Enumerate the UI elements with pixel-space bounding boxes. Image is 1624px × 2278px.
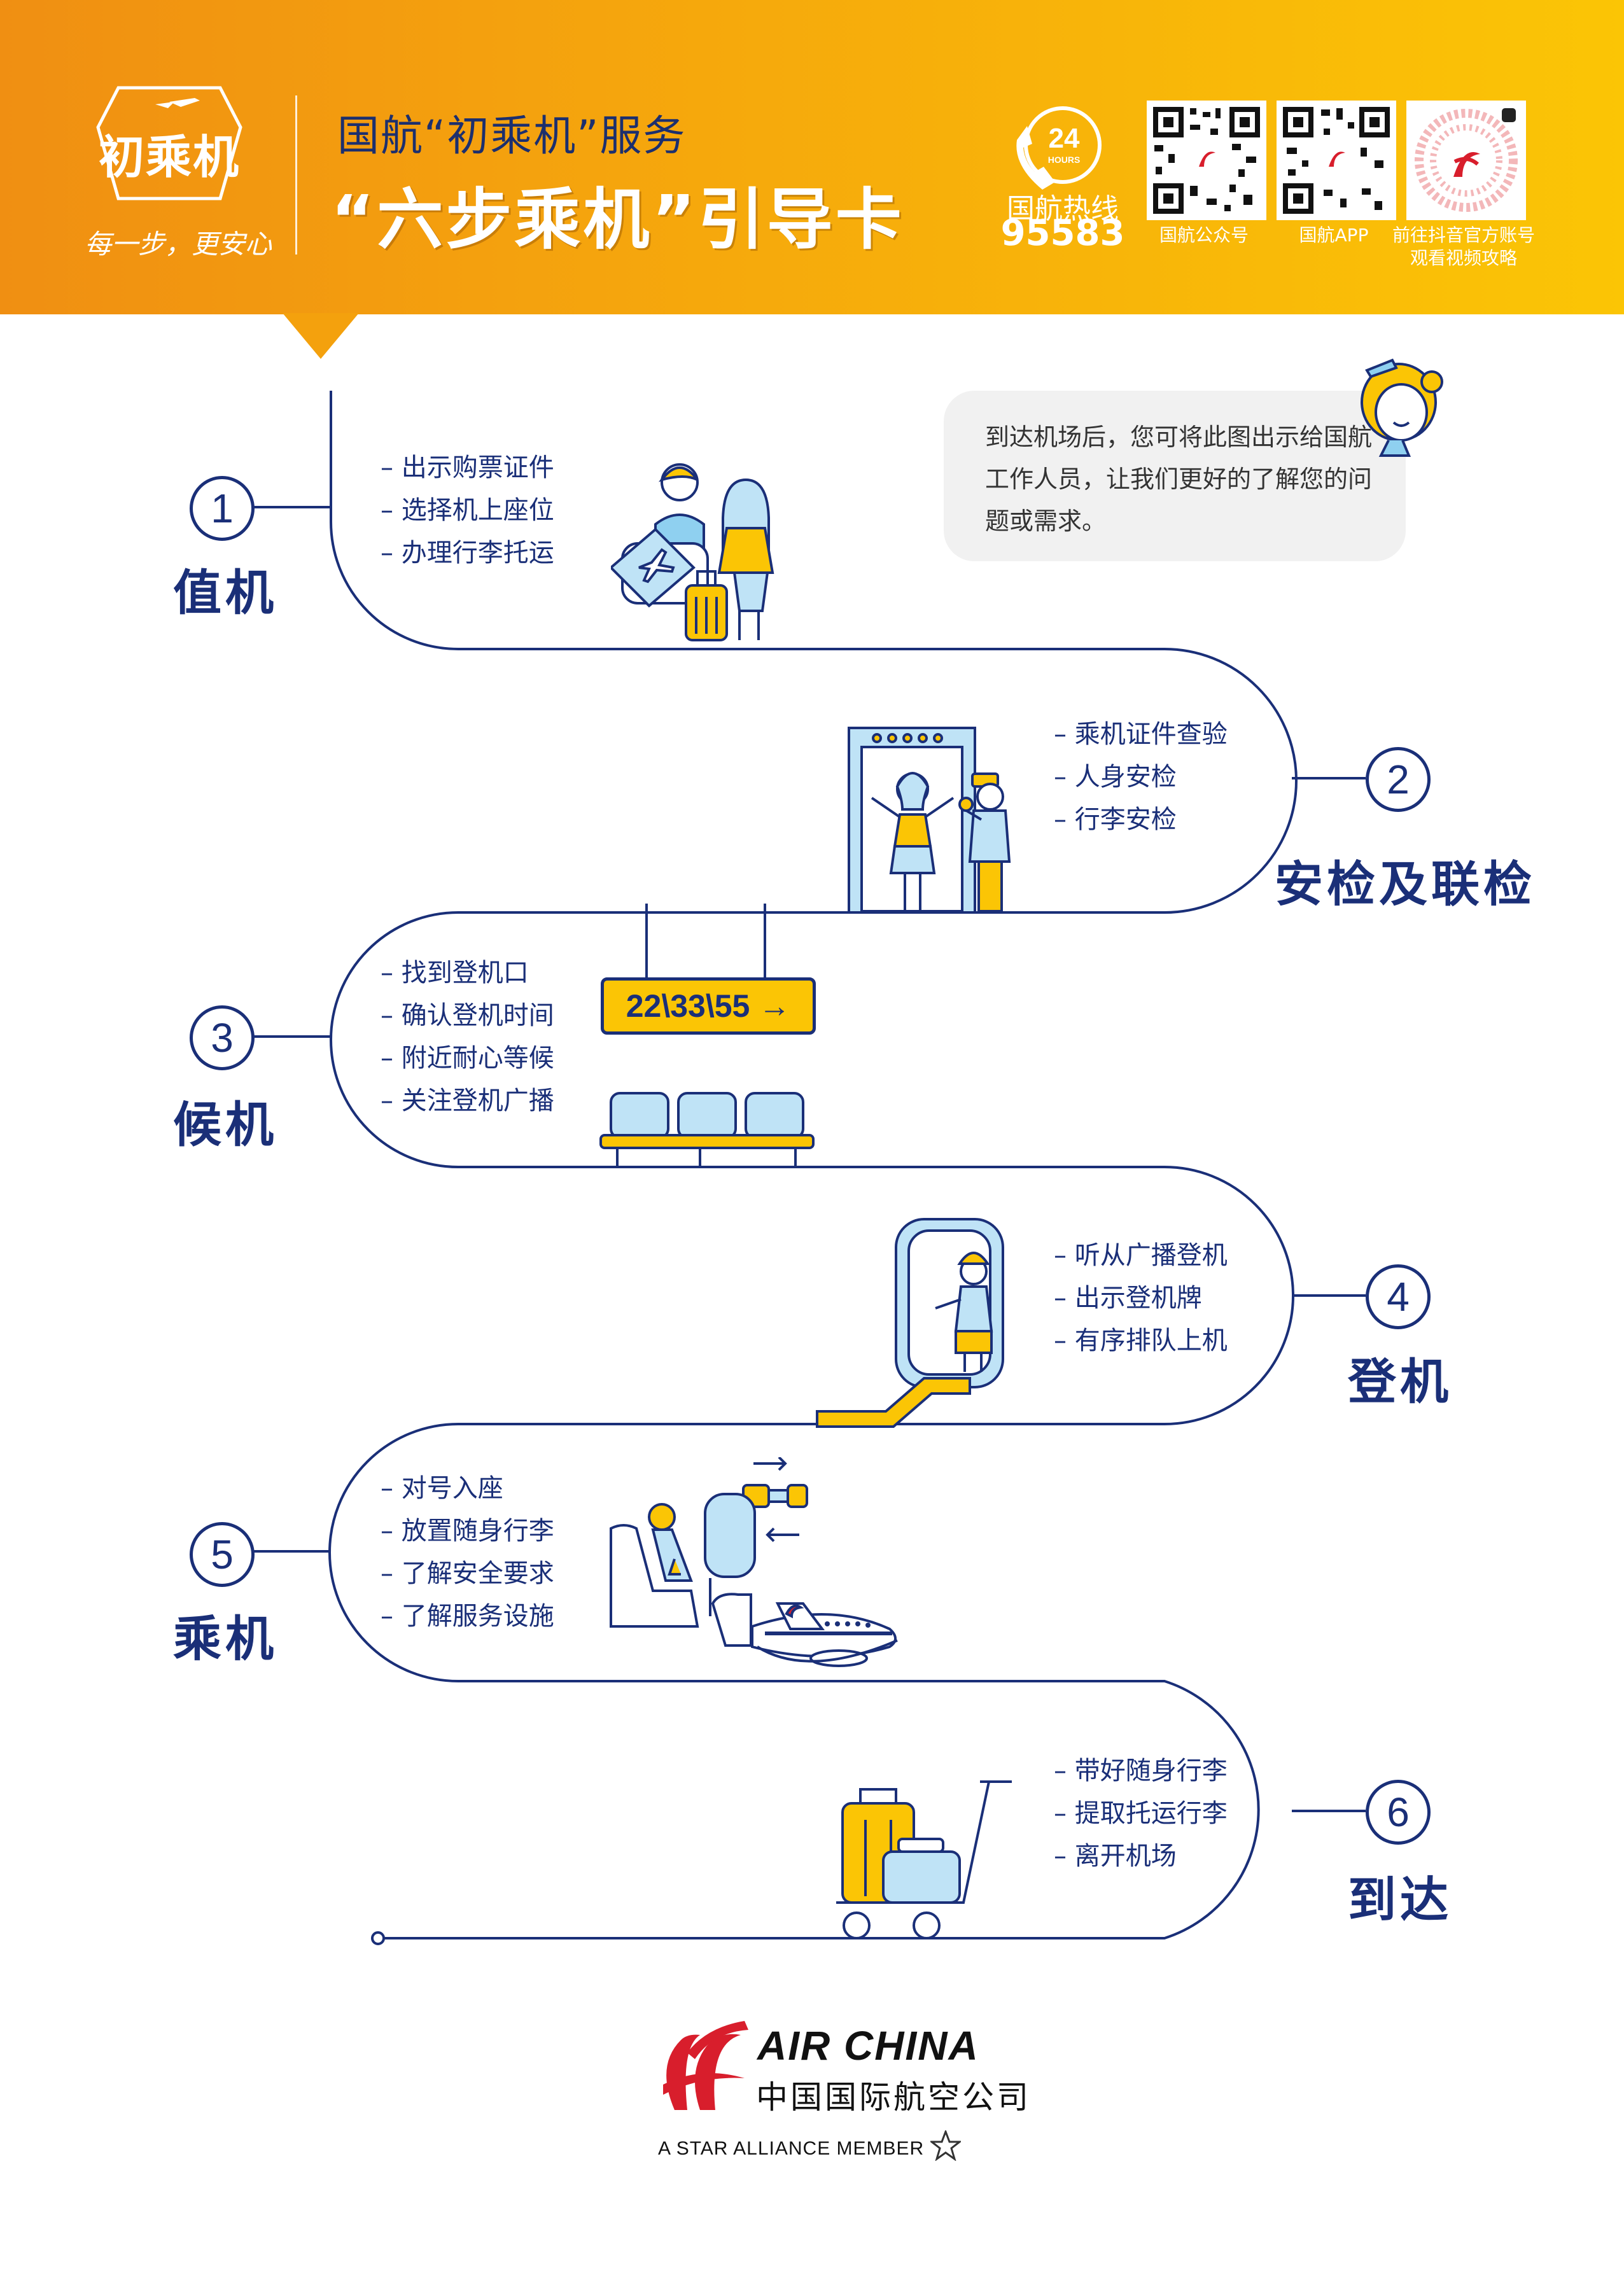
chu-cheng-ji-logo-badge	[96, 86, 242, 200]
header-divider	[295, 95, 297, 255]
gate-sign: 22\33\55 →	[601, 977, 816, 1035]
step-4-item: – 听从广播登机	[1054, 1241, 1228, 1270]
qr-label-douyin: 前往抖音官方账号 观看视频攻略	[1390, 224, 1537, 270]
step-5-item: – 对号入座	[381, 1474, 503, 1503]
step-1-item: – 出示购票证件	[381, 453, 554, 482]
step-5-item: – 了解安全要求	[381, 1559, 554, 1588]
info-bubble-text: 到达机场后，您可将此图出示给国航工作人员，让我们更好的了解您的问题或需求。	[985, 423, 1373, 535]
step-6-items: – 带好随身行李 – 提取托运行李 – 离开机场	[1054, 1750, 1228, 1878]
step-3-item: – 附近耐心等候	[381, 1044, 554, 1073]
step-6-item: – 离开机场	[1054, 1841, 1177, 1871]
step-4-title: 登机	[1348, 1353, 1452, 1410]
cabin-seat-airplane-illustration	[610, 1493, 898, 1667]
step-2-title: 安检及联检	[1275, 856, 1536, 912]
card-title: “六步乘机”引导卡	[331, 181, 904, 258]
step-4-items: – 听从广播登机 – 出示登机牌 – 有序排队上机	[1054, 1234, 1228, 1362]
hotline-label: 国航热线	[1007, 193, 1119, 225]
qr-code-wechat[interactable]	[1147, 101, 1266, 220]
step-5-items: – 对号入座 – 放置随身行李 – 了解安全要求 – 了解服务设施	[381, 1467, 554, 1638]
qr-label-douyin-line1: 前往抖音官方账号	[1392, 225, 1535, 246]
air-china-brand-en: AIR CHINA	[757, 2023, 979, 2069]
step-4-item: – 出示登机牌	[1054, 1283, 1202, 1313]
step-3-items: – 找到登机口 – 确认登机时间 – 附近耐心等候 – 关注登机广播	[381, 952, 554, 1122]
hotline-number[interactable]: 95583	[1000, 213, 1125, 254]
step-2-number: 2	[1366, 747, 1431, 812]
gate-sign-mount	[645, 904, 766, 977]
step-6-item: – 带好随身行李	[1054, 1756, 1228, 1785]
step-6-title: 到达	[1348, 1871, 1452, 1928]
step-2-item: – 人身安检	[1054, 762, 1177, 792]
star-alliance-text: A STAR ALLIANCE MEMBER	[658, 2138, 925, 2159]
step-1-title: 值机	[173, 564, 277, 621]
step-3-number: 3	[190, 1005, 255, 1070]
step-4-number: 4	[1366, 1264, 1431, 1329]
security-check-illustration	[848, 727, 1011, 914]
svg-text:HOURS: HOURS	[1048, 155, 1081, 165]
air-china-brand-cn: 中国国际航空公司	[756, 2079, 1031, 2116]
qr-label-app: 国航APP	[1299, 225, 1369, 246]
step-1-item: – 选择机上座位	[381, 496, 554, 525]
flight-attendant-avatar-icon	[1361, 358, 1443, 457]
step-3-item: – 找到登机口	[381, 958, 529, 988]
card-subtitle: 国航“初乘机”服务	[337, 111, 687, 160]
step-2-items: – 乘机证件查验 – 人身安检 – 行李安检	[1054, 713, 1228, 841]
step-1-items: – 出示购票证件 – 选择机上座位 – 办理行李托运	[381, 447, 554, 575]
step-5-number: 5	[190, 1522, 255, 1587]
boarding-door-illustration	[816, 1218, 1004, 1428]
step-2-item: – 行李安检	[1054, 805, 1177, 834]
step-6-item: – 提取托运行李	[1054, 1799, 1228, 1828]
header-pointer	[283, 313, 359, 359]
step-3-item: – 关注登机广播	[381, 1086, 554, 1115]
qr-code-douyin[interactable]	[1406, 101, 1526, 220]
air-china-phoenix-logo-icon	[663, 2021, 748, 2110]
step-1-number: 1	[190, 476, 255, 541]
step-5-item: – 放置随身行李	[381, 1516, 554, 1546]
waiting-seats-illustration	[599, 1092, 815, 1166]
logo-slogan: 每一步，更安心	[84, 228, 272, 260]
step-5-title: 乘机	[173, 1611, 277, 1667]
qr-label-douyin-line2: 观看视频攻略	[1410, 248, 1517, 269]
svg-text:24: 24	[1049, 123, 1080, 154]
qr-label-wechat: 国航公众号	[1159, 225, 1249, 246]
step-6-number: 6	[1366, 1780, 1431, 1845]
seatbelt-icon	[742, 1457, 808, 1542]
step-2-item: – 乘机证件查验	[1054, 720, 1228, 749]
star-alliance-star-icon	[930, 2130, 961, 2161]
step-4-item: – 有序排队上机	[1054, 1326, 1228, 1355]
info-bubble	[944, 391, 1406, 561]
logo-text: 初乘机	[98, 130, 240, 184]
plane-icon	[155, 98, 200, 108]
phone-24h-icon: 24 HOURS	[1016, 106, 1102, 190]
qr-code-app[interactable]	[1277, 101, 1396, 220]
step-3-item: – 确认登机时间	[381, 1001, 554, 1030]
step-5-item: – 了解服务设施	[381, 1602, 554, 1631]
check-in-counter-illustration	[611, 463, 774, 641]
luggage-cart-illustration	[836, 1780, 1012, 1939]
step-3-title: 候机	[173, 1096, 277, 1153]
step-1-item: – 办理行李托运	[381, 538, 554, 568]
